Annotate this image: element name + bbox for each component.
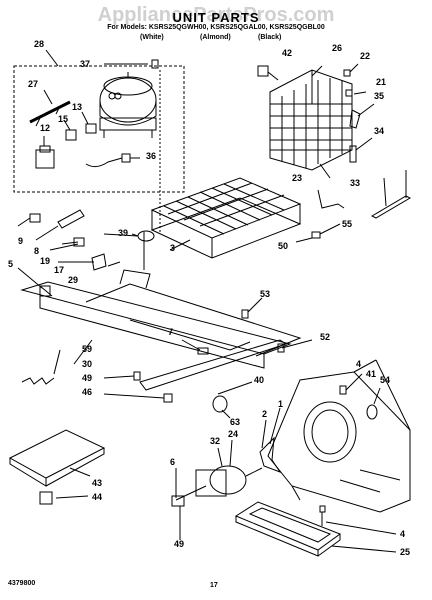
- callout-27: 27: [28, 79, 39, 89]
- callout-46: 46: [82, 387, 93, 397]
- base-rail-drawing: [20, 269, 302, 391]
- callout-1: 1: [278, 399, 284, 409]
- evaporator-coil-drawing: [269, 69, 353, 171]
- callout-4-lower: 4: [400, 529, 406, 539]
- callout-39: 39: [118, 228, 129, 238]
- drain-pan-drawing: [234, 501, 342, 557]
- compressor-group-box: [13, 65, 185, 193]
- callout-22: 22: [360, 51, 371, 61]
- callout-5: 5: [8, 259, 14, 269]
- callout-13: 13: [72, 102, 83, 112]
- relay-tube-drawing: [29, 89, 71, 127]
- callout-3: 3: [170, 243, 176, 253]
- page-number: 17: [210, 582, 218, 589]
- watermark: AppliancePartsPros.com: [97, 4, 335, 26]
- callout-63: 63: [230, 417, 241, 427]
- callout-24: 24: [228, 429, 239, 439]
- color-almond-label: (Almond): [200, 34, 231, 41]
- callout-28: 28: [34, 39, 45, 49]
- fan-motor-drawing: [171, 465, 263, 507]
- callout-33: 33: [350, 178, 361, 188]
- callout-6: 6: [170, 457, 176, 467]
- model-list: For Models: KSRS25QGWH00, KSRS25QGAL00, …: [107, 24, 325, 31]
- diagram-title: UNIT PARTS: [172, 10, 260, 25]
- callout-32: 32: [210, 436, 221, 446]
- color-white-label: (White): [140, 34, 164, 41]
- fan-bracket-drawing: [267, 359, 411, 513]
- callout-23: 23: [292, 173, 303, 183]
- callout-44: 44: [92, 492, 103, 502]
- callout-2: 2: [262, 409, 268, 419]
- callout-53: 53: [260, 289, 271, 299]
- callout-30: 30: [82, 359, 93, 369]
- callout-34: 34: [374, 126, 385, 136]
- callout-15: 15: [58, 114, 69, 124]
- callout-55: 55: [342, 219, 353, 229]
- color-black-label: (Black): [258, 34, 282, 41]
- condenser-coil-drawing: [150, 177, 302, 259]
- callout-21: 21: [376, 77, 387, 87]
- insulation-pad-drawing: [8, 429, 106, 487]
- callout-26: 26: [332, 43, 343, 53]
- callout-17: 17: [54, 265, 65, 275]
- callout-49-upper: 49: [82, 373, 93, 383]
- compressor-drawing: [99, 72, 157, 138]
- callout-9: 9: [18, 236, 24, 246]
- callout-36: 36: [146, 151, 157, 161]
- callout-42: 42: [282, 48, 293, 58]
- document-number: 4379800: [8, 580, 36, 587]
- callout-54: 54: [380, 375, 391, 385]
- callout-52: 52: [320, 332, 331, 342]
- callout-25: 25: [400, 547, 411, 557]
- callout-8: 8: [34, 246, 40, 256]
- callout-29: 29: [68, 275, 79, 285]
- callout-40: 40: [254, 375, 265, 385]
- callout-49-lower: 49: [174, 539, 185, 549]
- callout-35: 35: [374, 91, 385, 101]
- callout-37: 37: [80, 59, 91, 69]
- callout-59: 59: [82, 344, 93, 354]
- callout-41: 41: [366, 369, 377, 379]
- callout-4-upper: 4: [356, 359, 362, 369]
- callout-43: 43: [92, 478, 103, 488]
- callout-7: 7: [168, 327, 174, 337]
- callout-12: 12: [40, 123, 51, 133]
- callout-19: 19: [40, 256, 51, 266]
- callout-50: 50: [278, 241, 289, 251]
